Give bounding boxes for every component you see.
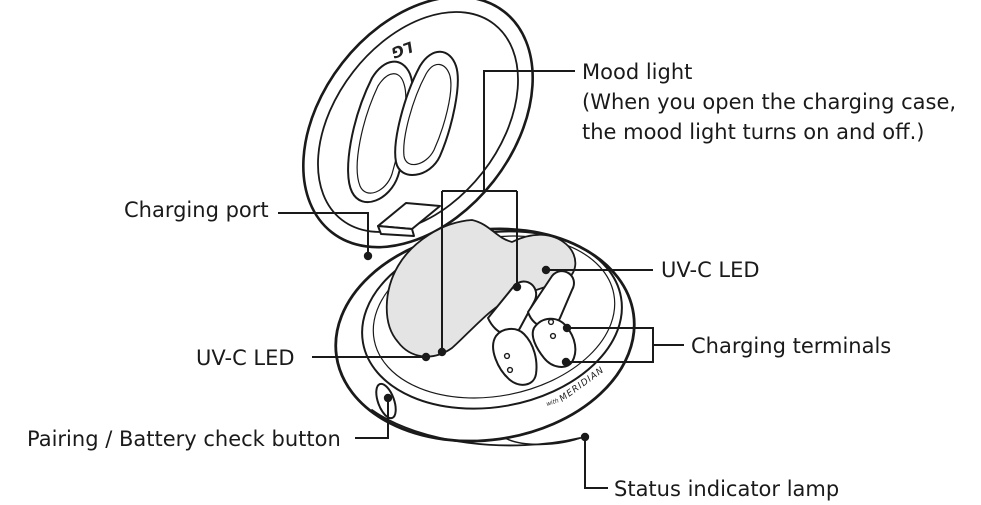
uvc-led-and-terminal-dots: [503, 318, 557, 374]
label-status-indicator-lamp: Status indicator lamp: [614, 477, 839, 501]
label-uvc-led-left: UV-C LED: [196, 346, 295, 370]
label-charging-terminals: Charging terminals: [691, 334, 891, 358]
callout-endpoint-dots: [363, 251, 590, 442]
callout-leader-lines: [278, 70, 684, 489]
earbud-cradles: [487, 270, 577, 386]
case-hinge: [377, 202, 441, 237]
label-mood-light-note-2: the mood light turns on and off.): [582, 120, 924, 144]
label-uvc-led-right: UV-C LED: [661, 258, 760, 282]
label-mood-light-note-1: (When you open the charging case,: [582, 90, 956, 114]
label-pairing-battery-check-button: Pairing / Battery check button: [27, 427, 341, 451]
brand-small-mark: with: [545, 397, 559, 408]
label-mood-light: Mood light: [582, 60, 692, 84]
label-charging-port: Charging port: [124, 198, 269, 222]
case-lid: [302, 0, 534, 249]
